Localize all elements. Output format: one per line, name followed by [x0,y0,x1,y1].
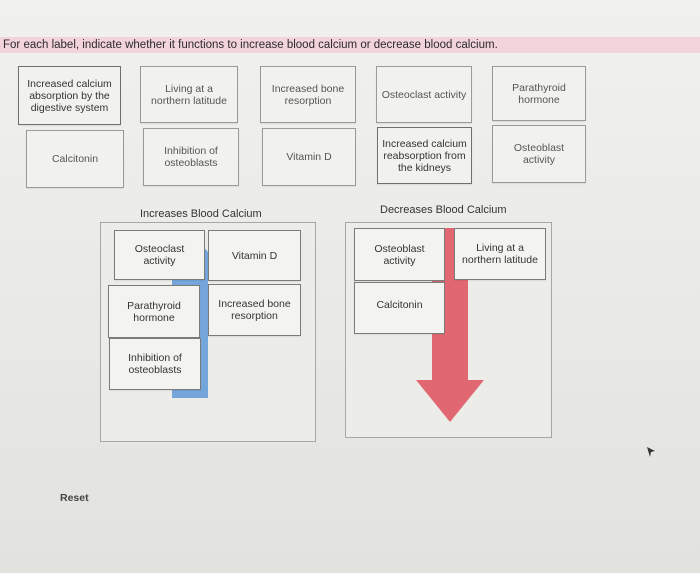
label-card-osteoblast-activity[interactable]: Osteoblast activity [492,125,586,183]
label-card-northern-latitude[interactable]: Living at a northern latitude [140,66,238,123]
placed-parathyroid-hormone[interactable]: Parathyroid hormone [108,285,200,338]
label-text: Parathyroid hormone [127,299,181,324]
placed-vitamin-d[interactable]: Vitamin D [208,230,301,281]
label-text: Inhibition of osteoblasts [164,145,218,169]
placed-osteoclast-activity[interactable]: Osteoclast activity [114,230,205,280]
label-card-parathyroid-hormone[interactable]: Parathyroid hormone [492,66,586,121]
label-card-kidney-reabsorption[interactable]: Increased calcium reabsorption from the … [377,127,472,184]
placed-bone-resorption[interactable]: Increased bone resorption [208,284,301,336]
label-card-osteoclast-activity[interactable]: Osteoclast activity [376,66,472,123]
label-text: Osteoblast activity [513,142,565,166]
placed-inhibition-osteoblasts[interactable]: Inhibition of osteoblasts [109,338,201,390]
label-text: Parathyroid hormone [512,81,566,106]
placed-osteoblast-activity[interactable]: Osteoblast activity [354,228,445,281]
label-text: Vitamin D [286,151,332,163]
label-text: Calcitonin [51,153,99,165]
label-card-bone-resorption[interactable]: Increased bone resorption [260,66,356,123]
label-text: Calcitonin [376,299,423,311]
placed-calcitonin[interactable]: Calcitonin [354,282,445,334]
label-text: Increased bone resorption [271,82,345,107]
mouse-cursor-icon [647,447,655,457]
question-instruction: For each label, indicate whether it func… [0,37,700,53]
label-text: Vitamin D [231,249,278,262]
label-text: Living at a northern latitude [151,82,227,107]
label-text: Osteoclast activity [381,88,467,101]
increase-zone-title: Increases Blood Calcium [140,208,262,220]
label-text: Osteoblast activity [374,242,425,267]
reset-button[interactable]: Reset [60,492,89,504]
label-text: Increased calcium absorption by the dige… [27,77,112,114]
label-card-calcitonin[interactable]: Calcitonin [26,130,124,188]
label-text: Osteoclast activity [134,243,185,267]
label-text: Increased bone resorption [218,298,291,322]
label-text: Inhibition of osteoblasts [128,352,182,376]
decrease-zone-title: Decreases Blood Calcium [380,204,507,216]
label-text: Living at a northern latitude [462,242,538,266]
label-text: Increased calcium reabsorption from the … [382,137,467,174]
label-card-calcium-absorption[interactable]: Increased calcium absorption by the dige… [18,66,121,125]
label-card-inhibition-osteoblasts[interactable]: Inhibition of osteoblasts [143,128,239,186]
placed-northern-latitude[interactable]: Living at a northern latitude [454,228,546,280]
label-card-vitamin-d[interactable]: Vitamin D [262,128,356,186]
